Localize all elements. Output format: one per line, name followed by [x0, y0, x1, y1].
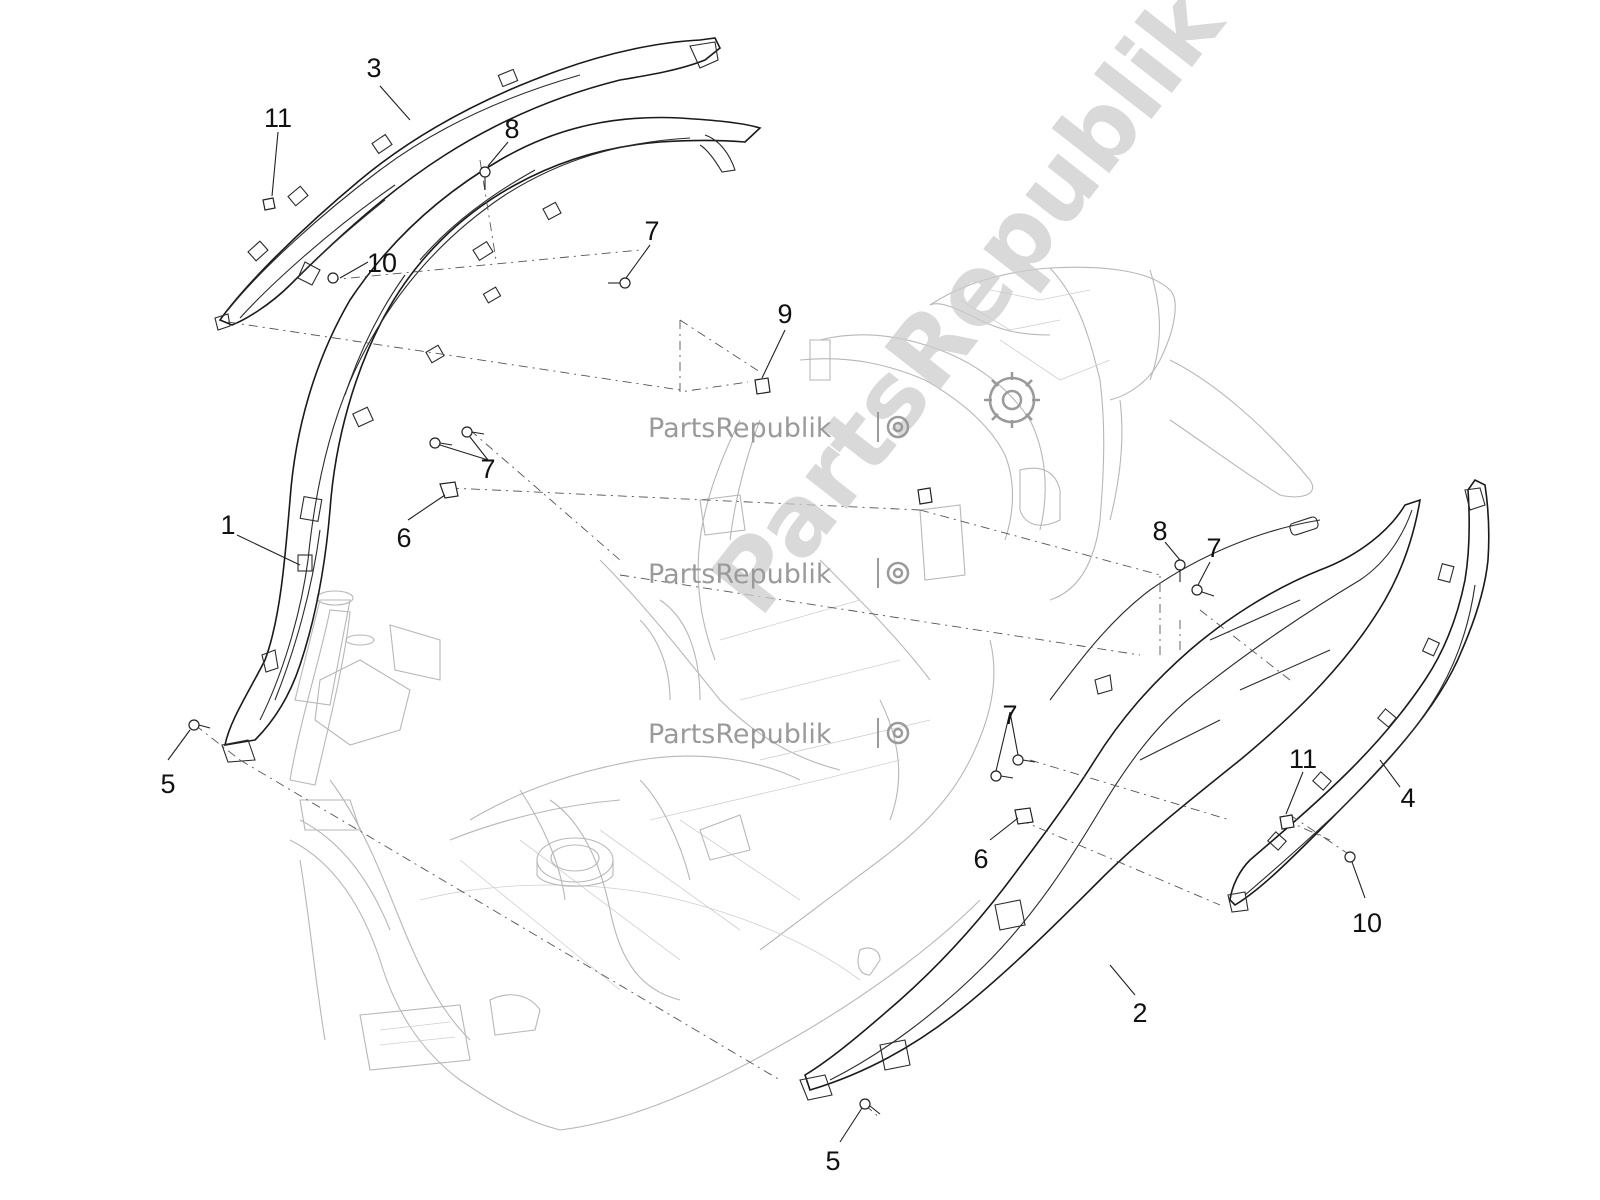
- callout-6-left: 6: [396, 523, 411, 553]
- part-1-left-side-trim: [221, 116, 762, 763]
- watermark-gear-icon-2: [877, 558, 910, 588]
- part-3-upper-left-trim: [214, 37, 722, 331]
- callout-7-mid: 7: [480, 454, 495, 484]
- screw-8-top: [479, 166, 491, 190]
- nut-10-right: [1344, 851, 1356, 863]
- fasteners: [188, 166, 1356, 1115]
- callout-4: 4: [1400, 783, 1415, 813]
- callout-8-right: 8: [1152, 516, 1167, 546]
- part-2-right-side-trim: [799, 498, 1422, 1101]
- callout-7-top: 7: [644, 216, 659, 246]
- assembly-lines: [194, 159, 1351, 1119]
- clip-6-left: [439, 481, 459, 499]
- clip-9b: [917, 487, 933, 505]
- watermark-text-1: PartsRepublik: [648, 413, 832, 444]
- screw-7-right: [1191, 584, 1215, 597]
- nut-10-left: [327, 272, 339, 284]
- callout-3: 3: [366, 53, 381, 83]
- callout-6-right: 6: [973, 844, 988, 874]
- callout-labels: 3 11 8 10 7 9 7 6 1 5 8 7 7 6 11 4 10 2 …: [160, 53, 1415, 1176]
- watermark-gear-icon-large: [984, 372, 1040, 428]
- screw-5-left: [188, 719, 211, 731]
- callout-10-right: 10: [1352, 908, 1382, 938]
- callout-7-right: 7: [1206, 533, 1221, 563]
- screws-7-mid: [429, 426, 485, 449]
- callout-5-bottom: 5: [825, 1146, 840, 1176]
- part-4-right-trim-strip: [1227, 478, 1490, 913]
- callout-11-left: 11: [264, 103, 292, 133]
- callout-5-left: 5: [160, 769, 175, 799]
- callout-10-left: 10: [367, 248, 397, 278]
- clip-9: [754, 377, 771, 395]
- callout-2: 2: [1132, 998, 1147, 1028]
- callout-7-lower: 7: [1002, 700, 1017, 730]
- callout-9: 9: [777, 299, 792, 329]
- screw-7-top: [608, 277, 631, 289]
- scooter-frame: [289, 266, 1313, 1131]
- clip-11-left: [262, 197, 276, 211]
- screw-5-bottom: [859, 1098, 881, 1115]
- leader-lines: [167, 85, 1401, 1143]
- clip-6-right: [1014, 807, 1034, 825]
- watermark: PartsRepublik PartsRepublik PartsRepubli…: [648, 0, 1246, 750]
- watermark-gear-icon-3: [877, 718, 910, 748]
- screws-7-lower: [990, 754, 1036, 782]
- screw-8-right: [1174, 559, 1186, 582]
- clip-11-right: [1279, 814, 1295, 830]
- callout-8-top: 8: [504, 114, 519, 144]
- watermark-gear-icon-1: [877, 412, 910, 442]
- callout-1: 1: [220, 510, 235, 540]
- watermark-text-3: PartsRepublik: [648, 719, 832, 750]
- watermark-text-2: PartsRepublik: [648, 559, 832, 590]
- callout-11-right: 11: [1289, 744, 1317, 774]
